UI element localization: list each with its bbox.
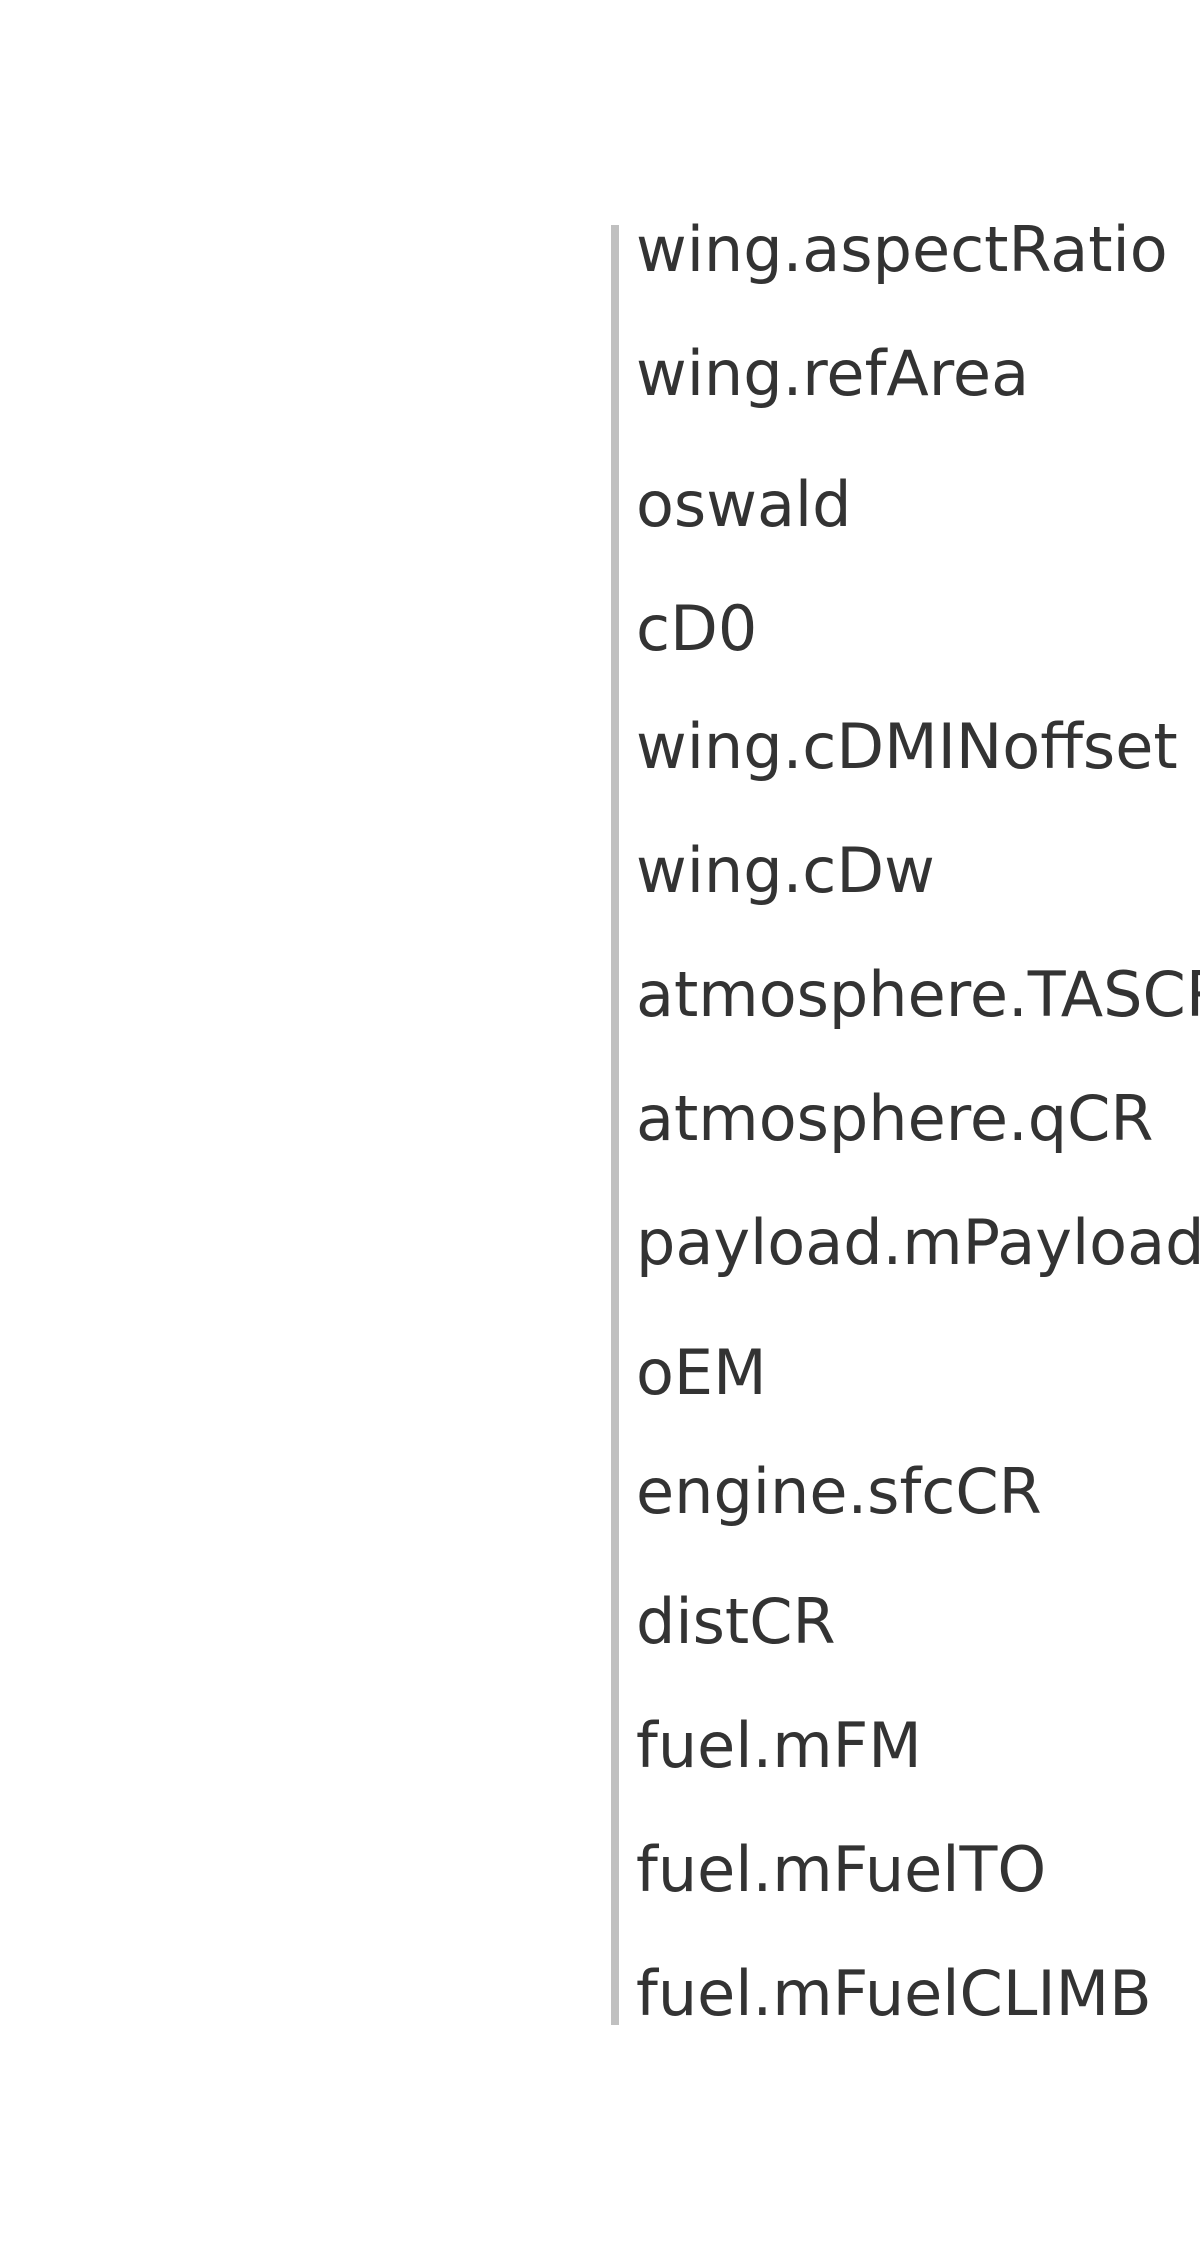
variable-label: wing.refArea xyxy=(636,337,1030,410)
variable-label: atmosphere.TASCR xyxy=(636,958,1200,1031)
variable-label: wing.cDw xyxy=(636,834,935,907)
variable-label: oEM xyxy=(636,1336,767,1409)
variable-label: wing.cDMINoffset xyxy=(636,710,1178,783)
variable-label: oswald xyxy=(636,468,852,541)
divider-bar xyxy=(611,225,619,2025)
variable-label: cD0 xyxy=(636,592,758,665)
variable-label: payload.mPayload xyxy=(636,1206,1200,1279)
variable-label: distCR xyxy=(636,1585,836,1658)
variable-label: fuel.mFuelTO xyxy=(636,1833,1047,1906)
variable-label: wing.aspectRatio xyxy=(636,213,1168,286)
variable-label: engine.sfcCR xyxy=(636,1455,1042,1528)
variable-list: wing.aspectRatio wing.refArea oswald cD0… xyxy=(636,0,1200,2250)
variable-label: fuel.mFuelCLIMB xyxy=(636,1957,1152,2030)
variable-label: fuel.mFM xyxy=(636,1709,922,1782)
variable-label: atmosphere.qCR xyxy=(636,1082,1154,1155)
